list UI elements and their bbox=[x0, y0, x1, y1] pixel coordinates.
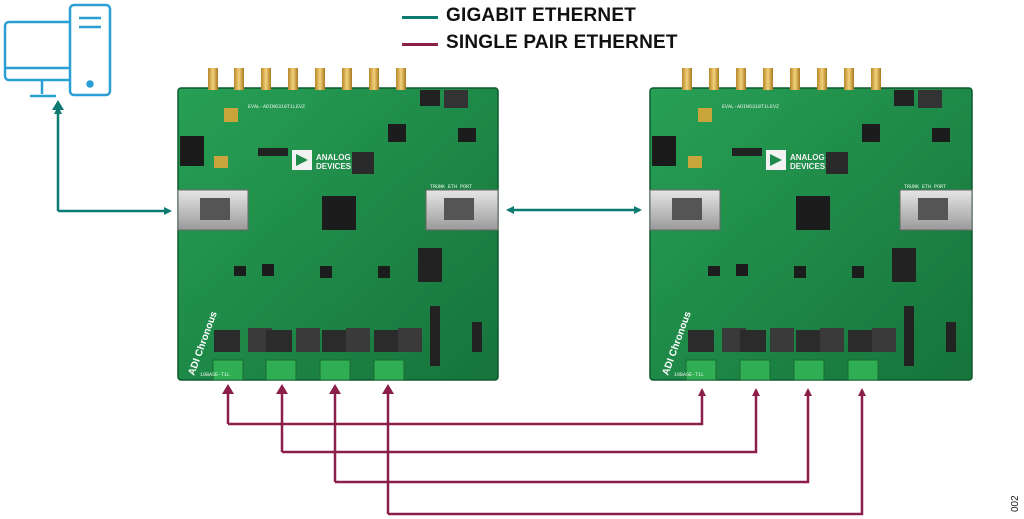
spe-link-3 bbox=[335, 390, 808, 482]
spe-link-1 bbox=[228, 390, 702, 424]
board-2: ANALOG DEVICES EVAL-ADIN6310T1LEVZ TRUNK… bbox=[650, 68, 972, 380]
board-1: ANALOG DEVICES EVAL-ADIN6310T1LEVZ bbox=[178, 68, 498, 380]
gigabit-arrowhead-pc bbox=[52, 100, 64, 110]
board-1-header-label: EVAL-ADIN6310T1LEVZ bbox=[248, 104, 305, 110]
board-2-trunk-label: TRUNK ETH PORT bbox=[904, 184, 946, 190]
board-1-spe-label: 10BASE-T1L bbox=[200, 372, 230, 378]
spe-link-2 bbox=[282, 390, 756, 452]
board-2-header-label: EVAL-ADIN6310T1LEVZ bbox=[722, 104, 779, 110]
board-2-spe-label: 10BASE-T1L bbox=[674, 372, 704, 378]
board-1-logo-text-1: ANALOG bbox=[316, 153, 351, 162]
sma-connectors-1 bbox=[208, 68, 406, 90]
sma-connectors-2 bbox=[682, 68, 881, 90]
spe-arrowheads-left bbox=[222, 384, 394, 394]
board-1-logo-text-2: DEVICES bbox=[316, 162, 352, 171]
desktop-computer-icon bbox=[5, 5, 110, 96]
board-1-trunk-label: TRUNK ETH PORT bbox=[430, 184, 472, 190]
board-2-logo-text-2: DEVICES bbox=[790, 162, 826, 171]
spe-links bbox=[228, 390, 862, 514]
board-2-logo-text-1: ANALOG bbox=[790, 153, 825, 162]
